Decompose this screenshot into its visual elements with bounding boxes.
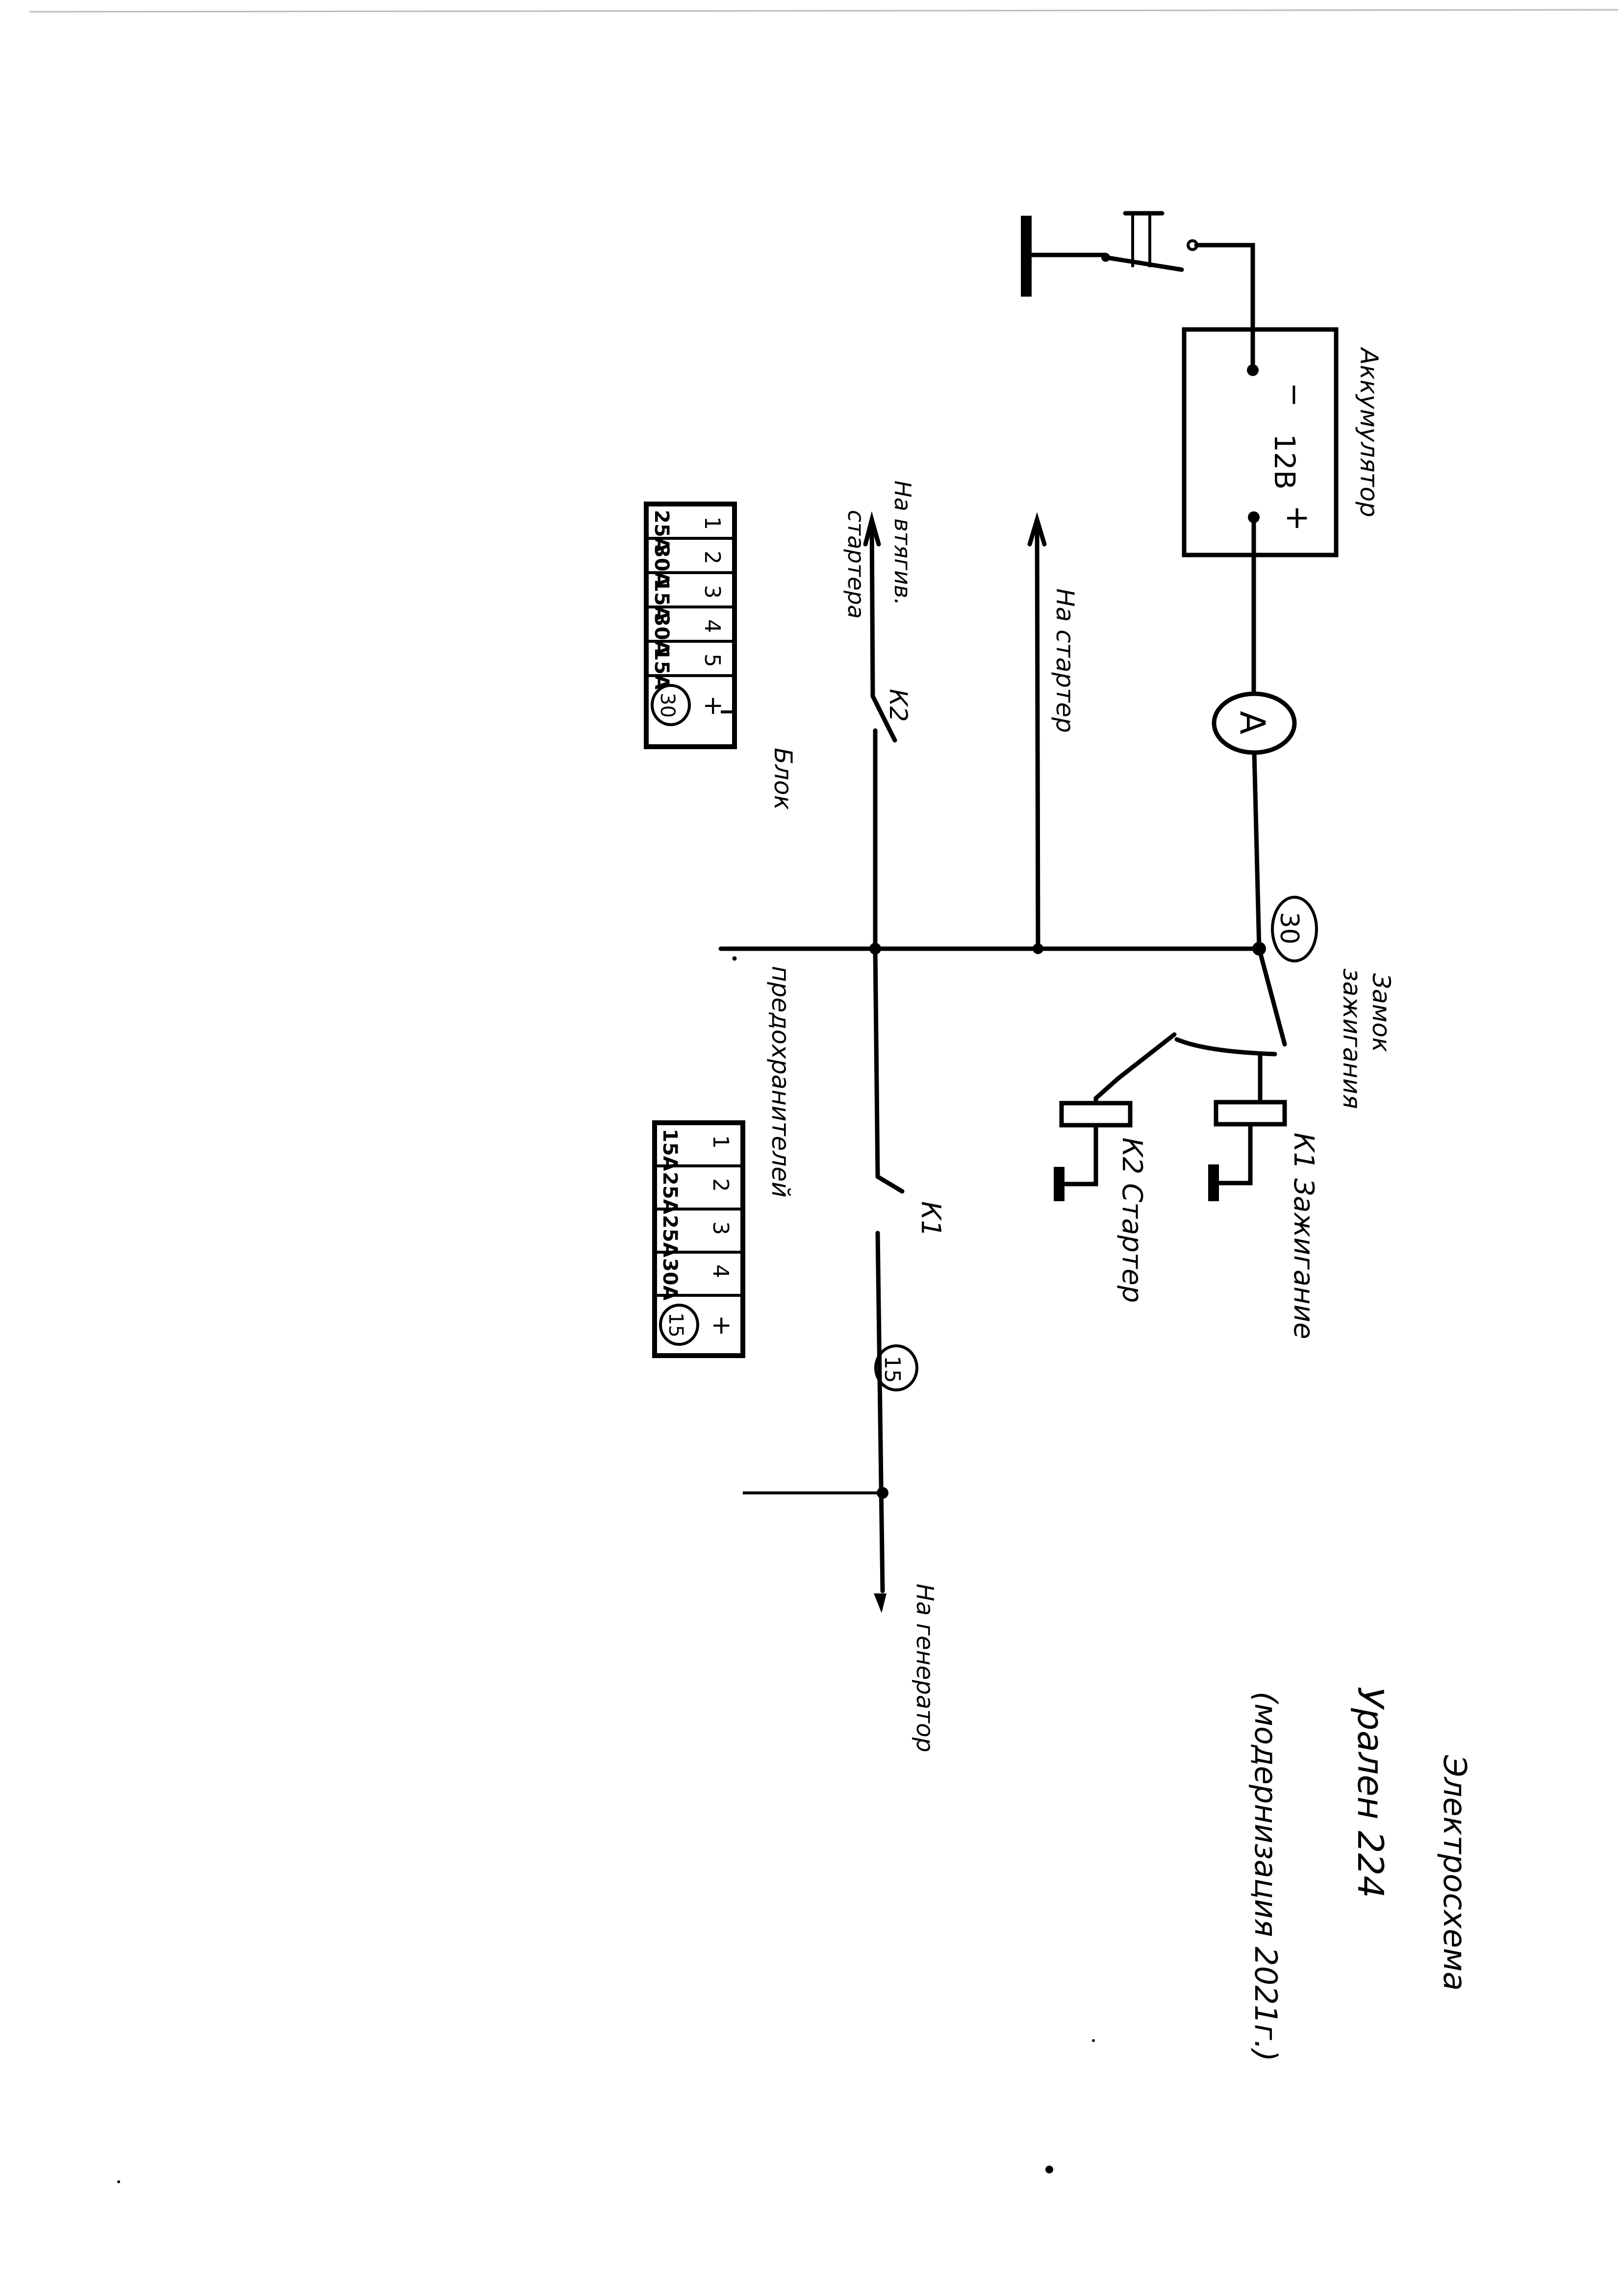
battery-voltage: 12В: [1268, 434, 1301, 490]
terminal-15-badge: 15: [874, 1344, 918, 1391]
fuse-number: 1: [708, 1135, 733, 1149]
fuse-number: 4: [700, 619, 725, 633]
relay-k1-coil: К1 Зажигание: [1208, 1100, 1319, 1339]
fuse-number: 4: [708, 1264, 733, 1278]
starter-output: На стартер: [1027, 512, 1079, 951]
fuse-rating: 30А: [650, 544, 673, 587]
fuse-number: 5: [700, 654, 725, 667]
title-line-3: (модернизация 2021г.): [1248, 1691, 1284, 2062]
fuse-rating: 25А: [659, 1215, 681, 1258]
fuse-rating: 15А: [659, 1129, 681, 1171]
mass-switch: [1021, 211, 1255, 373]
svg-text:15: 15: [880, 1356, 905, 1383]
terminal-30-badge: 30: [1271, 896, 1318, 962]
contact-k2-label: К2: [884, 689, 912, 722]
battery: − 12В + Аккумулятор: [1182, 327, 1383, 557]
fuse-block-plus: +: [699, 695, 728, 717]
ignition-lock: Замок зажигания: [1115, 946, 1395, 1109]
contact-k2: К2 На втягив. стартера: [843, 480, 916, 951]
relay-k2-coil: К2 Стартер: [1054, 1076, 1148, 1303]
relay-k1-label: К1 Зажигание: [1288, 1133, 1319, 1339]
fuse-number: 2: [700, 551, 725, 564]
fuse-rating: 15А: [650, 647, 673, 690]
arrow-up-icon: [863, 511, 881, 547]
fuse-rating: 15А: [650, 579, 673, 621]
starter-output-label: На стартер: [1051, 588, 1079, 733]
arrow-down-icon: [874, 1593, 887, 1613]
fuse-rating: 30А: [659, 1258, 681, 1301]
fuse-number: 3: [700, 585, 725, 599]
fuse-rating: 25А: [650, 510, 673, 553]
starter-winding-label-1: На втягив.: [889, 480, 916, 606]
contact-k1: К1 На генератор: [873, 946, 946, 1752]
fuse-rating: 30А: [650, 613, 673, 656]
fuse-number: 1: [700, 516, 725, 530]
fuse-block-label-1: Блок: [769, 748, 797, 810]
contact-k1-label: К1: [915, 1201, 946, 1237]
title-line-1: Электросхема: [1436, 1755, 1472, 1991]
fuse-rating: 25А: [659, 1172, 681, 1214]
battery-plus: +: [1279, 505, 1316, 531]
fuse-block-label-2: предохранителей: [766, 966, 795, 1198]
ignition-lock-label-1: Замок: [1367, 973, 1395, 1052]
generator-output-label: На генератор: [911, 1584, 938, 1752]
battery-label: Аккумулятор: [1355, 347, 1383, 517]
fuse-block-terminal: 30: [656, 693, 679, 718]
fuse-block-terminal: 15: [664, 1312, 687, 1337]
svg-text:30: 30: [1274, 912, 1304, 944]
battery-minus: −: [1277, 382, 1312, 407]
scan-edge-line: [29, 9, 1619, 13]
relay-k2-label: К2 Стартер: [1116, 1137, 1148, 1303]
fuse-block-30: 1 25А 2 30А 3 15А 4 30А 5 15А +30: [644, 502, 737, 961]
ignition-lock-label-2: зажигания: [1338, 968, 1366, 1109]
ammeter: A: [1212, 691, 1297, 755]
fuse-block-15: 1 15А 2 25А 3 25А 4 30А +15: [652, 1120, 745, 1358]
ammeter-symbol: A: [1232, 711, 1272, 734]
title-block: Электросхема Урален 224 (модернизация 20…: [1248, 1687, 1472, 2062]
arrow-up-icon: [1027, 512, 1047, 547]
fuse-number: 3: [708, 1221, 733, 1235]
fuse-block-plus: +: [707, 1315, 736, 1337]
fuse-number: 2: [708, 1178, 733, 1192]
title-line-2: Урален 224: [1350, 1687, 1391, 1898]
starter-winding-label-2: стартера: [843, 510, 869, 619]
